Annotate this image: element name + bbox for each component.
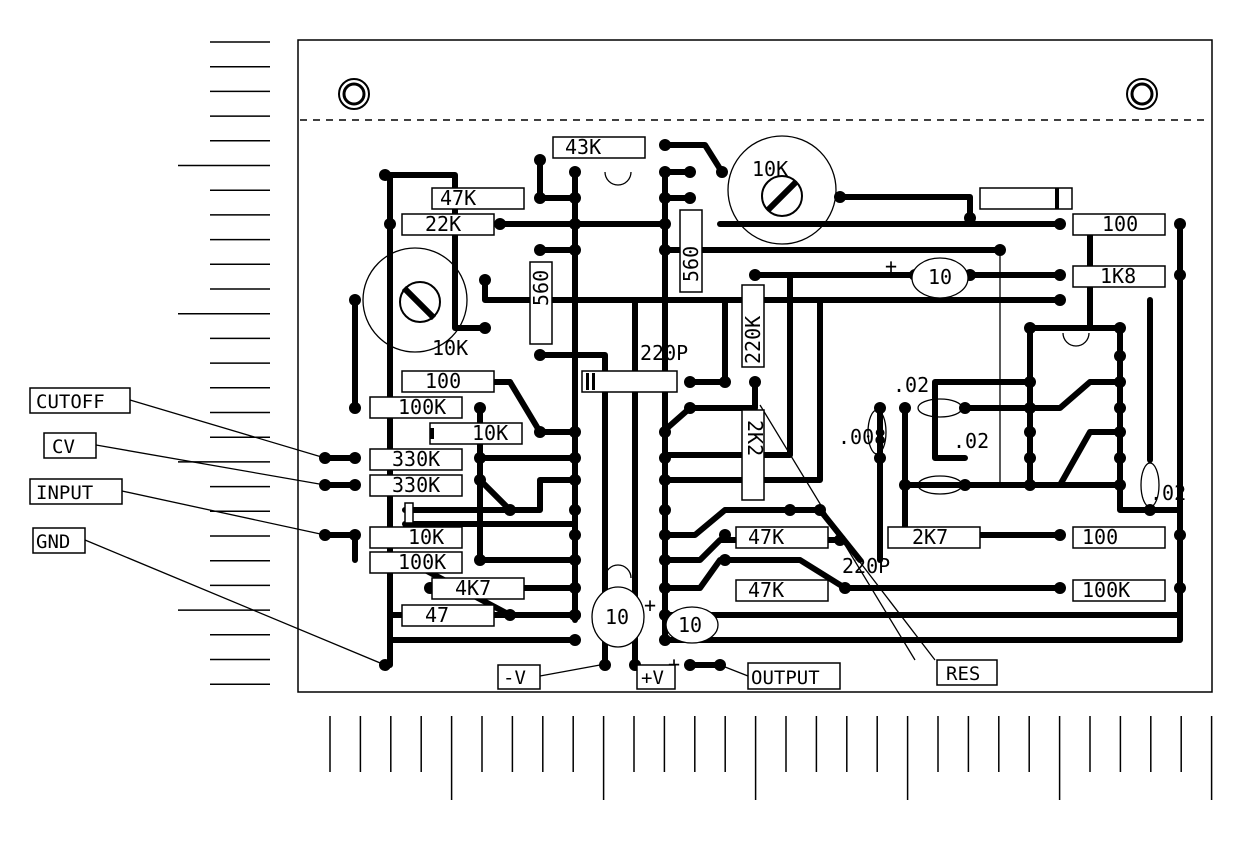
left-edge-ticks xyxy=(178,41,270,685)
resistor-icon: 2K2 xyxy=(741,409,767,501)
svg-text:330K: 330K xyxy=(392,473,440,497)
trimmer-potentiometer-icon: 10K xyxy=(727,135,837,245)
trimmer-potentiometer-icon: 10K xyxy=(362,247,468,360)
svg-text:560: 560 xyxy=(529,270,553,306)
svg-text:100: 100 xyxy=(1102,212,1138,236)
resistor-icon: 100 xyxy=(1072,212,1166,236)
capacitor-icon: .02 xyxy=(1140,462,1186,508)
svg-text:220P: 220P xyxy=(842,554,890,578)
capacitor-icon: 10 + xyxy=(885,254,969,299)
resistor-icon: 560 xyxy=(529,261,553,345)
resistor-icon: 100K xyxy=(1072,578,1166,602)
resistor-icon: 22K xyxy=(401,212,495,236)
svg-text:10: 10 xyxy=(928,265,952,289)
resistor-icon: 47K xyxy=(735,578,829,602)
terminal-pos-v: +V xyxy=(636,664,676,690)
resistor-icon: 100K xyxy=(369,550,463,574)
svg-text:47K: 47K xyxy=(440,186,476,210)
terminal-input: INPUT xyxy=(29,478,123,505)
capacitor-icon: 220P xyxy=(404,502,890,578)
svg-text:+: + xyxy=(644,593,656,617)
svg-text:OUTPUT: OUTPUT xyxy=(751,667,820,689)
svg-text:.02: .02 xyxy=(893,373,929,397)
svg-text:RES: RES xyxy=(946,663,980,685)
svg-text:CUTOFF: CUTOFF xyxy=(36,391,105,413)
svg-text:2K7: 2K7 xyxy=(912,525,948,549)
capacitor-icon: 10 + xyxy=(591,586,656,648)
terminal-leaders xyxy=(84,399,749,677)
resistor-icon: 100 xyxy=(1072,525,1166,549)
svg-text:100: 100 xyxy=(425,369,461,393)
terminal-output: OUTPUT xyxy=(747,662,841,690)
svg-text:100K: 100K xyxy=(398,550,446,574)
resistor-icon: 220K xyxy=(741,284,765,368)
resistor-icon: 560 xyxy=(679,209,703,293)
svg-text:220K: 220K xyxy=(741,316,765,364)
svg-text:100K: 100K xyxy=(398,395,446,419)
resistor-icon: 1K8 xyxy=(1072,264,1166,288)
terminal-neg-v: -V xyxy=(497,664,541,690)
svg-text:.02: .02 xyxy=(1150,481,1186,505)
terminal-cv: CV xyxy=(43,432,97,459)
resistor-icon: 10K xyxy=(429,421,523,445)
svg-text:CV: CV xyxy=(52,436,75,458)
svg-text:INPUT: INPUT xyxy=(36,482,93,504)
svg-text:10K: 10K xyxy=(432,336,468,360)
ic-outline xyxy=(604,171,1090,579)
svg-text:2K2: 2K2 xyxy=(743,420,767,456)
svg-text:560: 560 xyxy=(679,246,703,282)
board-outline xyxy=(297,39,1213,693)
svg-text:10K: 10K xyxy=(752,157,788,181)
svg-text:47: 47 xyxy=(425,603,449,627)
terminal-cutoff: CUTOFF xyxy=(29,387,131,414)
svg-text:GND: GND xyxy=(36,531,70,553)
capacitor-icon: .02 xyxy=(893,373,963,418)
svg-text:100: 100 xyxy=(1082,525,1118,549)
svg-text:10: 10 xyxy=(605,605,629,629)
svg-text:4K7: 4K7 xyxy=(455,576,491,600)
svg-text:47K: 47K xyxy=(748,525,784,549)
svg-text:43K: 43K xyxy=(565,135,601,159)
svg-text:10: 10 xyxy=(678,613,702,637)
resistor-icon: 100K xyxy=(369,395,463,419)
svg-text:1K8: 1K8 xyxy=(1100,264,1136,288)
resistor-icon: 47K xyxy=(735,525,829,549)
terminal-gnd: GND xyxy=(32,527,86,554)
svg-text:+: + xyxy=(885,254,897,278)
capacitor-icon: .008 xyxy=(838,409,887,455)
svg-text:220P: 220P xyxy=(640,341,688,365)
svg-text:10K: 10K xyxy=(408,525,444,549)
mounting-hole-icon xyxy=(338,78,370,110)
capacitor-icon: 220P xyxy=(581,341,688,393)
resistor-icon: 330K xyxy=(369,447,463,471)
mounting-hole-icon xyxy=(1126,78,1158,110)
resistor-icon: 47K xyxy=(431,186,525,210)
terminal-res: RES xyxy=(936,659,998,686)
svg-text:.008: .008 xyxy=(838,425,886,449)
svg-text:.02: .02 xyxy=(953,429,989,453)
svg-text:330K: 330K xyxy=(392,447,440,471)
svg-text:47K: 47K xyxy=(748,578,784,602)
svg-text:10K: 10K xyxy=(472,421,508,445)
capacitor-icon: .02 xyxy=(917,429,989,495)
svg-text:+V: +V xyxy=(641,667,664,689)
resistor-icon: 100 xyxy=(401,369,495,393)
resistor-icon: 43K xyxy=(552,135,646,159)
capacitor-icon: 10 + xyxy=(665,606,719,676)
diode-icon xyxy=(979,187,1073,210)
resistor-icon: 4K7 xyxy=(431,576,525,600)
resistor-icon: 2K7 xyxy=(887,525,981,549)
resistor-icon: 330K xyxy=(369,473,463,497)
bottom-edge-connector-ticks xyxy=(329,716,1213,800)
resistor-icon: 47 xyxy=(401,603,495,627)
resistor-icon: 10K xyxy=(369,525,463,549)
svg-text:-V: -V xyxy=(503,667,526,689)
svg-text:100K: 100K xyxy=(1082,578,1130,602)
svg-text:22K: 22K xyxy=(425,212,461,236)
